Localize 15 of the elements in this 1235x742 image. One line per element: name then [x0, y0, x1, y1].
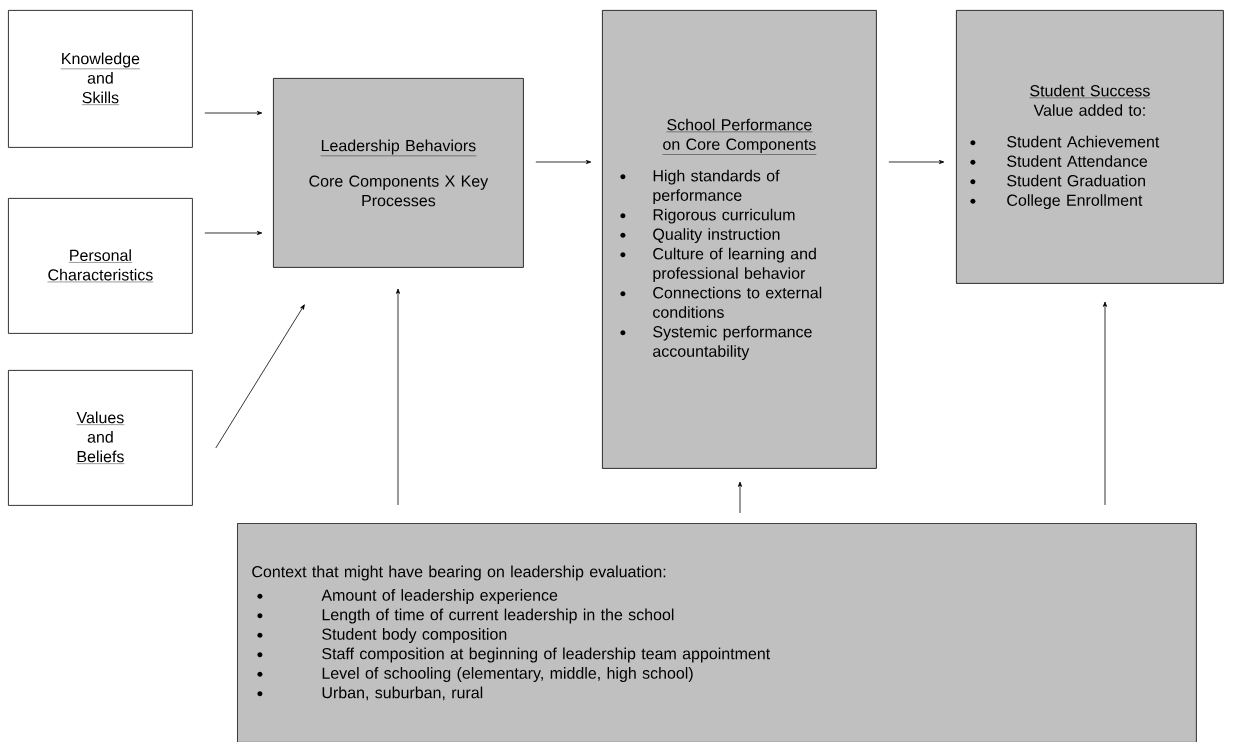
concept-box: Leadership Behaviors Core Components X Key Processes [273, 78, 524, 268]
arrow [204, 231, 263, 235]
arrow [535, 160, 592, 164]
concept-box: Knowledge and Skills [8, 10, 193, 148]
concept-box: Student Success Value added to: Student Achievement Student Attendance Student Graduation College Enrollment [956, 10, 1224, 284]
concept-box: School Performance on Core Components High standards of performance Rigorous curriculum Quality instruction Culture of learning and professional behavior Connections to external conditions Systemic performance accountability [602, 10, 877, 469]
arrow [888, 160, 945, 164]
arrow [1103, 301, 1107, 506]
concept-box: Personal Characteristics [8, 198, 193, 334]
arrow [738, 481, 742, 514]
arrow [396, 288, 400, 506]
arrow [215, 304, 305, 449]
context-box: Context that might have bearing on leadership evaluation: Amount of leadership experience Length of time of current leadership in the school Student body composition Staff composition at beginning of leadership team appointment Level of schooling (elementary, middle, high school) Urban, suburban, rural [237, 523, 1197, 742]
concept-box: Values and Beliefs [8, 370, 193, 506]
arrow [204, 111, 263, 115]
